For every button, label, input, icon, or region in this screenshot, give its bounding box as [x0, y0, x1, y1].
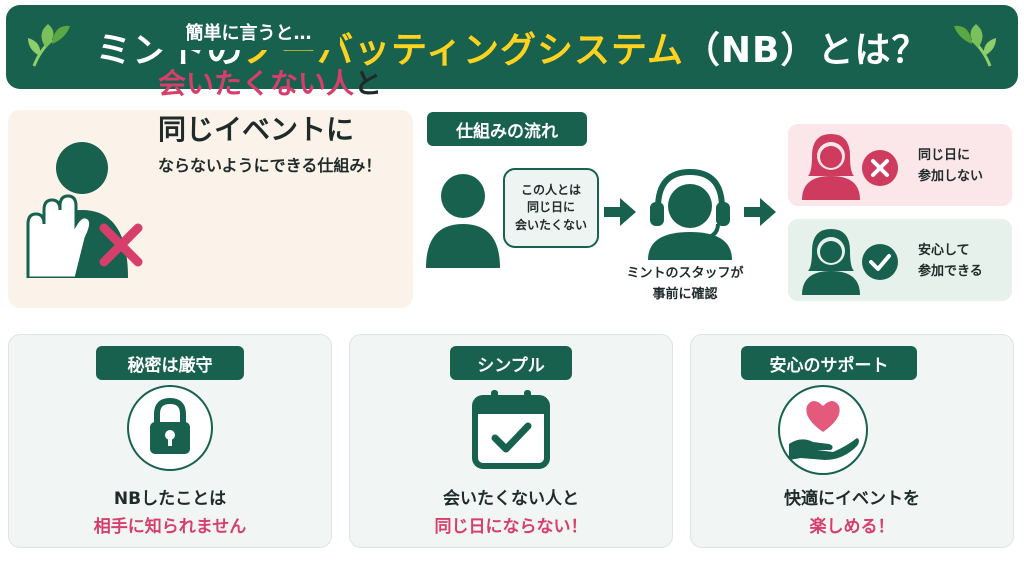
- calendar-check-icon: [472, 390, 550, 469]
- feature-line: 快適にイベントを: [784, 489, 920, 509]
- feature-title: シンプル: [450, 346, 572, 380]
- leaf-icon: [954, 24, 996, 67]
- feature-line-highlight: 相手に知られません: [93, 517, 247, 537]
- check-circle-icon: [862, 244, 898, 280]
- intro-badge: 簡単に言うと…: [157, 14, 340, 50]
- staff-caption: ミントのスタッフが 事前に確認: [605, 264, 765, 306]
- person-icon: [426, 174, 500, 268]
- padlock-icon: [127, 385, 213, 471]
- arrow-right-icon: [744, 198, 776, 226]
- feature-title: 安心のサポート: [741, 346, 917, 380]
- caption-line: ミントのスタッフが: [626, 266, 744, 281]
- flow-title: 仕組みの流れ: [427, 112, 587, 146]
- feature-line-highlight: 楽しめる！: [809, 517, 895, 537]
- heart-hand-icon: [778, 385, 868, 475]
- leaf-icon: [28, 24, 70, 67]
- x-mark-icon: [99, 223, 143, 267]
- bubble-line: この人とは: [520, 182, 581, 197]
- woman-icon: [802, 134, 860, 200]
- feature-line-highlight: 同じ日にならない！: [434, 517, 588, 537]
- bubble-line: 同じ日に: [526, 200, 575, 215]
- intro-headline-2: 同じイベントに: [158, 113, 355, 146]
- title-suffix: （NB）とは？: [683, 30, 929, 71]
- cross-circle-icon: [862, 150, 898, 186]
- person-stop-icon: [26, 142, 143, 278]
- feature-line: 会いたくない人と: [443, 489, 579, 509]
- intro-headline-1: 会いたくない人と: [158, 62, 382, 102]
- result-line: 安心して: [918, 243, 970, 258]
- speech-bubble: この人とは 同じ日に 会いたくない: [503, 168, 599, 248]
- headset-staff-icon: [648, 168, 732, 260]
- feature-line: NBしたことは: [113, 489, 227, 509]
- result-attend-text: 安心して 参加できる: [918, 241, 983, 283]
- intro-subtext: ならないようにできる仕組み！: [158, 156, 382, 175]
- result-not-attend-text: 同じ日に 参加しない: [918, 146, 983, 188]
- intro-rest: と: [354, 67, 383, 100]
- result-line: 同じ日に: [918, 148, 971, 163]
- caption-line: 事前に確認: [652, 286, 718, 302]
- arrow-right-icon: [604, 198, 636, 226]
- intro-highlight: 会いたくない人: [158, 67, 355, 100]
- feature-title: 秘密は厳守: [96, 346, 244, 380]
- woman-icon: [802, 229, 860, 295]
- result-line: 参加しない: [918, 168, 984, 184]
- result-line: 参加できる: [918, 263, 983, 279]
- bubble-line: 会いたくない: [514, 217, 587, 232]
